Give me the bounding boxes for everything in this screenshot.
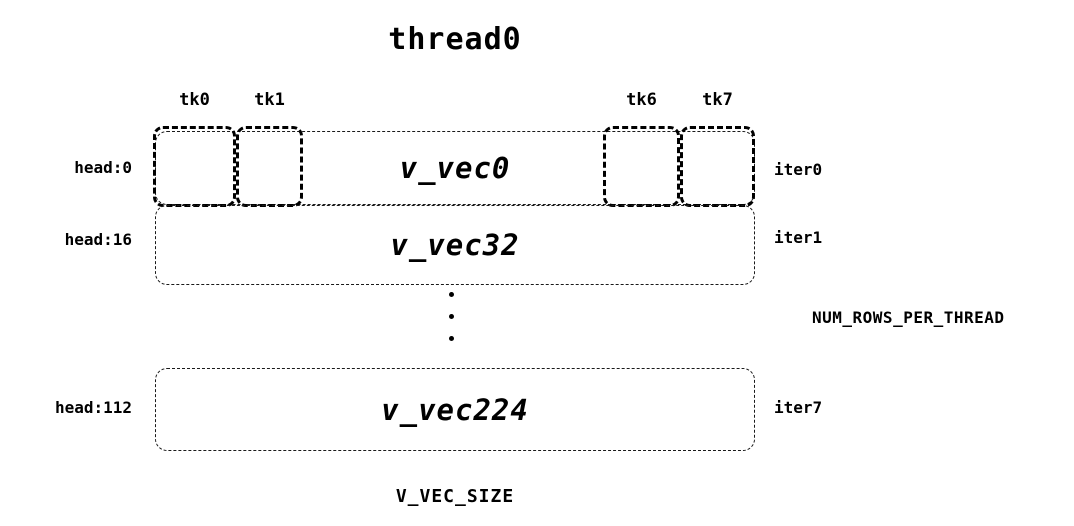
tk0-label: tk0 [179, 90, 210, 110]
ellipsis-dot [449, 336, 454, 341]
v-vec32-label: v_vec32 [390, 228, 520, 262]
tk0-box [153, 126, 236, 207]
tk7-box [680, 126, 755, 207]
v-vec0-box: v_vec0 [155, 131, 755, 205]
num-rows-per-thread-label: NUM_ROWS_PER_THREAD [812, 308, 1005, 327]
v-vec0-label: v_vec0 [399, 151, 511, 185]
iter0-label: iter0 [774, 160, 823, 179]
head-label-iter1: head:16 [64, 230, 132, 249]
v-vec-size-label: V_VEC_SIZE [395, 486, 515, 507]
vertical-ellipsis [449, 292, 454, 341]
tk6-box [603, 126, 680, 207]
head-label-iter0: head:0 [74, 158, 132, 177]
v-vec224-label: v_vec224 [381, 392, 529, 427]
head-label-iter7: head:112 [54, 398, 132, 417]
tk1-box [236, 126, 303, 207]
tk7-label: tk7 [702, 90, 733, 110]
tk1-label: tk1 [254, 90, 285, 110]
iter1-label: iter1 [774, 228, 823, 247]
v-vec224-box: v_vec224 [155, 368, 755, 451]
iter7-label: iter7 [774, 398, 823, 417]
tk6-label: tk6 [626, 90, 657, 110]
ellipsis-dot [449, 292, 454, 297]
ellipsis-dot [449, 314, 454, 319]
diagram-title: thread0 [388, 22, 522, 57]
v-vec32-box: v_vec32 [155, 205, 755, 285]
